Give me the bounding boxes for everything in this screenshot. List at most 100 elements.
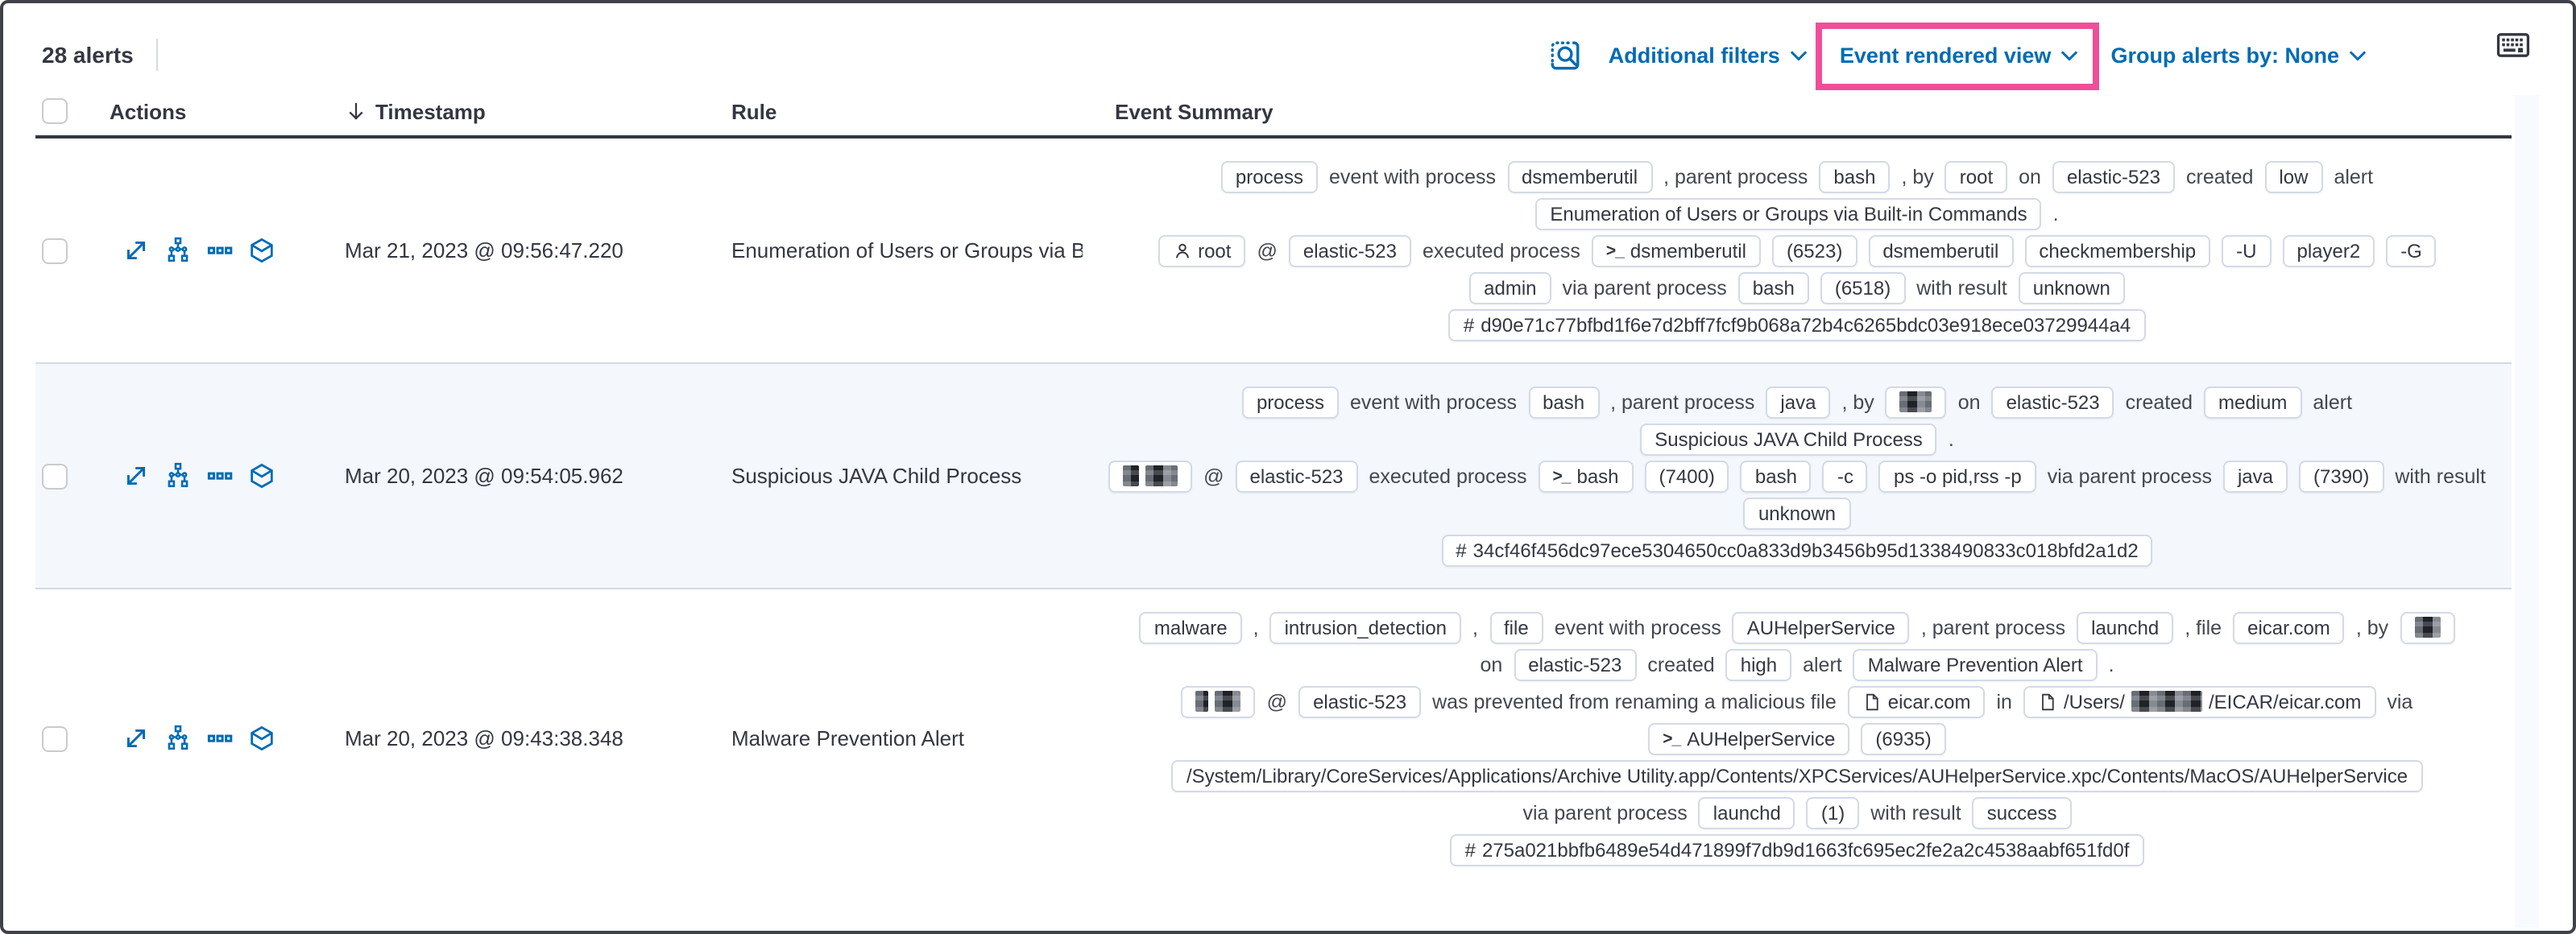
event-field-badge[interactable]: elastic-523 [2052,160,2175,192]
event-field-badge[interactable]: elastic-523 [1298,685,1422,717]
event-field-badge[interactable]: bash [1819,160,1891,192]
event-field-badge[interactable]: process [1220,160,1318,192]
event-field-badge[interactable]: success [1972,796,2072,829]
analyze-event-button[interactable] [164,237,192,264]
event-field-badge[interactable]: medium [2204,386,2302,418]
select-all-checkbox[interactable] [42,98,68,124]
event-field-badge[interactable]: root [1158,234,1246,267]
expand-alert-button[interactable] [122,725,150,752]
additional-filters-label: Additional filters [1608,43,1780,67]
badge-text: 275a021bbfb6489e54d471899f7db9d1663fc695… [1481,838,2130,861]
event-field-badge[interactable]: process [1241,386,1339,418]
analyze-event-button[interactable] [164,725,192,752]
terminal-icon: >_ [1605,241,1625,260]
row-actions [87,725,313,752]
row-checkbox[interactable] [42,463,68,489]
event-field-badge[interactable]: >_dsmemberutil [1591,234,1761,267]
event-field-badge[interactable]: >_bash [1538,460,1634,492]
rule-cell[interactable]: Suspicious JAVA Child Process [731,464,1022,488]
event-field-badge[interactable]: Enumeration of Users or Groups via Built… [1535,197,2042,229]
event-field-badge[interactable]: AUHelperService [1732,611,1910,643]
event-field-badge[interactable]: (6518) [1820,271,1906,304]
summary-text: alert [2313,391,2353,413]
event-field-badge[interactable]: (7390) [2299,460,2384,492]
event-field-badge[interactable]: /Users//EICAR/eicar.com [2023,685,2376,717]
row-checkbox-cell [35,725,87,751]
event-field-badge[interactable]: -U [2222,234,2272,267]
badge-text: -G [2400,239,2422,262]
expand-alert-button[interactable] [122,462,150,490]
event-field-badge[interactable]: (1) [1806,796,1860,829]
event-field-badge[interactable]: eicar.com [2233,611,2345,643]
event-field-badge[interactable]: ps -o pid,rss -p [1878,460,2036,492]
vertical-scrollbar[interactable] [2515,95,2539,928]
event-field-badge[interactable]: intrusion_detection [1269,611,1462,643]
open-session-view-button[interactable] [248,237,275,264]
event-field-badge[interactable]: dsmemberutil [1868,234,2014,267]
event-field-badge[interactable]: #d90e71c77bfbd1f6e7d2bff7fcf9b068a72b4c6… [1448,308,2146,341]
event-field-badge[interactable]: checkmembership [2024,234,2211,267]
event-field-badge[interactable]: root [1944,160,2008,192]
view-selector-button[interactable]: Event rendered view [1840,43,2079,67]
event-field-badge[interactable]: launchd [2077,611,2174,643]
badge-text: (7390) [2313,465,2370,487]
event-field-badge[interactable]: #34cf46f456dc97ece5304650cc0a833d9b3456b… [1441,534,2153,566]
event-field-badge[interactable]: launchd [1698,796,1795,829]
event-field-badge[interactable] [1108,460,1193,492]
badge-text: bash [1754,465,1797,487]
open-session-view-button[interactable] [248,725,275,752]
event-field-badge[interactable]: eicar.com [1847,685,1986,717]
expand-alert-button[interactable] [122,237,150,264]
badge-text: -U [2236,239,2257,262]
group-alerts-button[interactable]: Group alerts by: None [2110,43,2367,67]
analyze-event-button[interactable] [164,462,192,490]
event-field-badge[interactable]: -c [1822,460,1868,492]
badge-text: dsmemberutil [1522,165,1638,188]
event-field-badge[interactable]: bash [1528,386,1600,418]
event-field-badge[interactable]: java [2222,460,2288,492]
keyboard-shortcuts-button[interactable] [2495,27,2531,63]
event-field-badge[interactable]: low [2264,160,2323,192]
event-field-badge[interactable]: /System/Library/CoreServices/Application… [1171,759,2423,791]
event-field-badge[interactable]: (6935) [1861,722,1946,754]
event-field-badge[interactable]: bash [1740,460,1812,492]
event-field-badge[interactable]: high [1725,648,1792,680]
row-checkbox[interactable] [42,725,68,751]
event-field-badge[interactable]: unknown [1743,497,1851,529]
event-field-badge[interactable]: elastic-523 [1991,386,2114,418]
event-field-badge[interactable]: elastic-523 [1514,648,1637,680]
summary-text: created [1647,653,1715,676]
event-field-badge[interactable]: dsmemberutil [1507,160,1653,192]
rule-cell[interactable]: Malware Prevention Alert [731,726,965,750]
sort-descending-icon[interactable] [345,100,367,122]
event-field-badge[interactable]: elastic-523 [1235,460,1358,492]
open-session-view-button[interactable] [248,462,275,490]
event-field-badge[interactable]: elastic-523 [1288,234,1411,267]
column-header-timestamp[interactable]: Timestamp [375,99,486,123]
event-field-badge[interactable]: player2 [2282,234,2375,267]
event-field-badge[interactable]: -G [2386,234,2437,267]
event-field-badge[interactable]: java [1766,386,1831,418]
event-field-badge[interactable] [2400,611,2455,643]
event-field-badge[interactable]: malware [1139,611,1242,643]
event-field-badge[interactable]: admin [1469,271,1551,304]
rule-cell[interactable]: Enumeration of Users or Groups via Bui [731,238,1083,262]
event-field-badge[interactable]: Suspicious JAVA Child Process [1640,423,1937,455]
event-field-badge[interactable] [1181,685,1256,717]
event-field-badge[interactable] [1885,386,1947,418]
more-actions-button[interactable] [206,237,234,264]
event-field-badge[interactable]: Malware Prevention Alert [1853,648,2098,680]
event-field-badge[interactable]: (6523) [1771,234,1857,267]
event-field-badge[interactable]: unknown [2018,271,2125,304]
inspect-button[interactable] [1549,38,1583,72]
more-actions-button[interactable] [206,725,234,752]
event-field-badge[interactable]: file [1489,611,1543,643]
event-field-badge[interactable]: >_AUHelperService [1648,722,1850,754]
event-field-badge[interactable]: (7400) [1644,460,1729,492]
additional-filters-button[interactable]: Additional filters [1609,43,1808,67]
event-field-badge[interactable]: bash [1737,271,1809,304]
event-field-badge[interactable]: #275a021bbfb6489e54d471899f7db9d1663fc69… [1450,833,2144,866]
row-checkbox[interactable] [42,238,68,263]
more-actions-button[interactable] [206,462,234,490]
